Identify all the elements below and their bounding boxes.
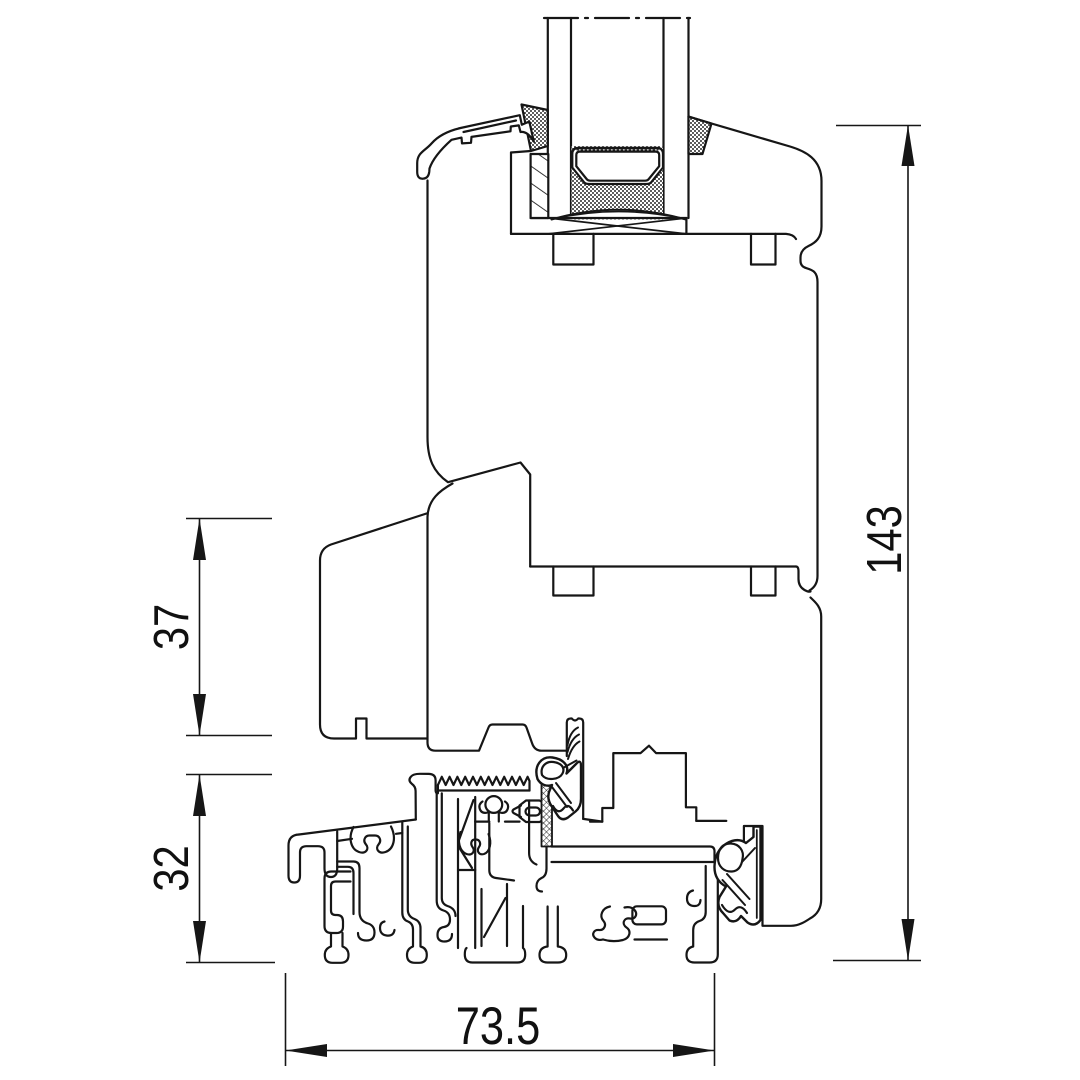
svg-text:143: 143	[857, 505, 912, 574]
svg-text:73.5: 73.5	[456, 997, 541, 1056]
svg-text:37: 37	[144, 604, 199, 650]
svg-text:32: 32	[144, 845, 199, 891]
